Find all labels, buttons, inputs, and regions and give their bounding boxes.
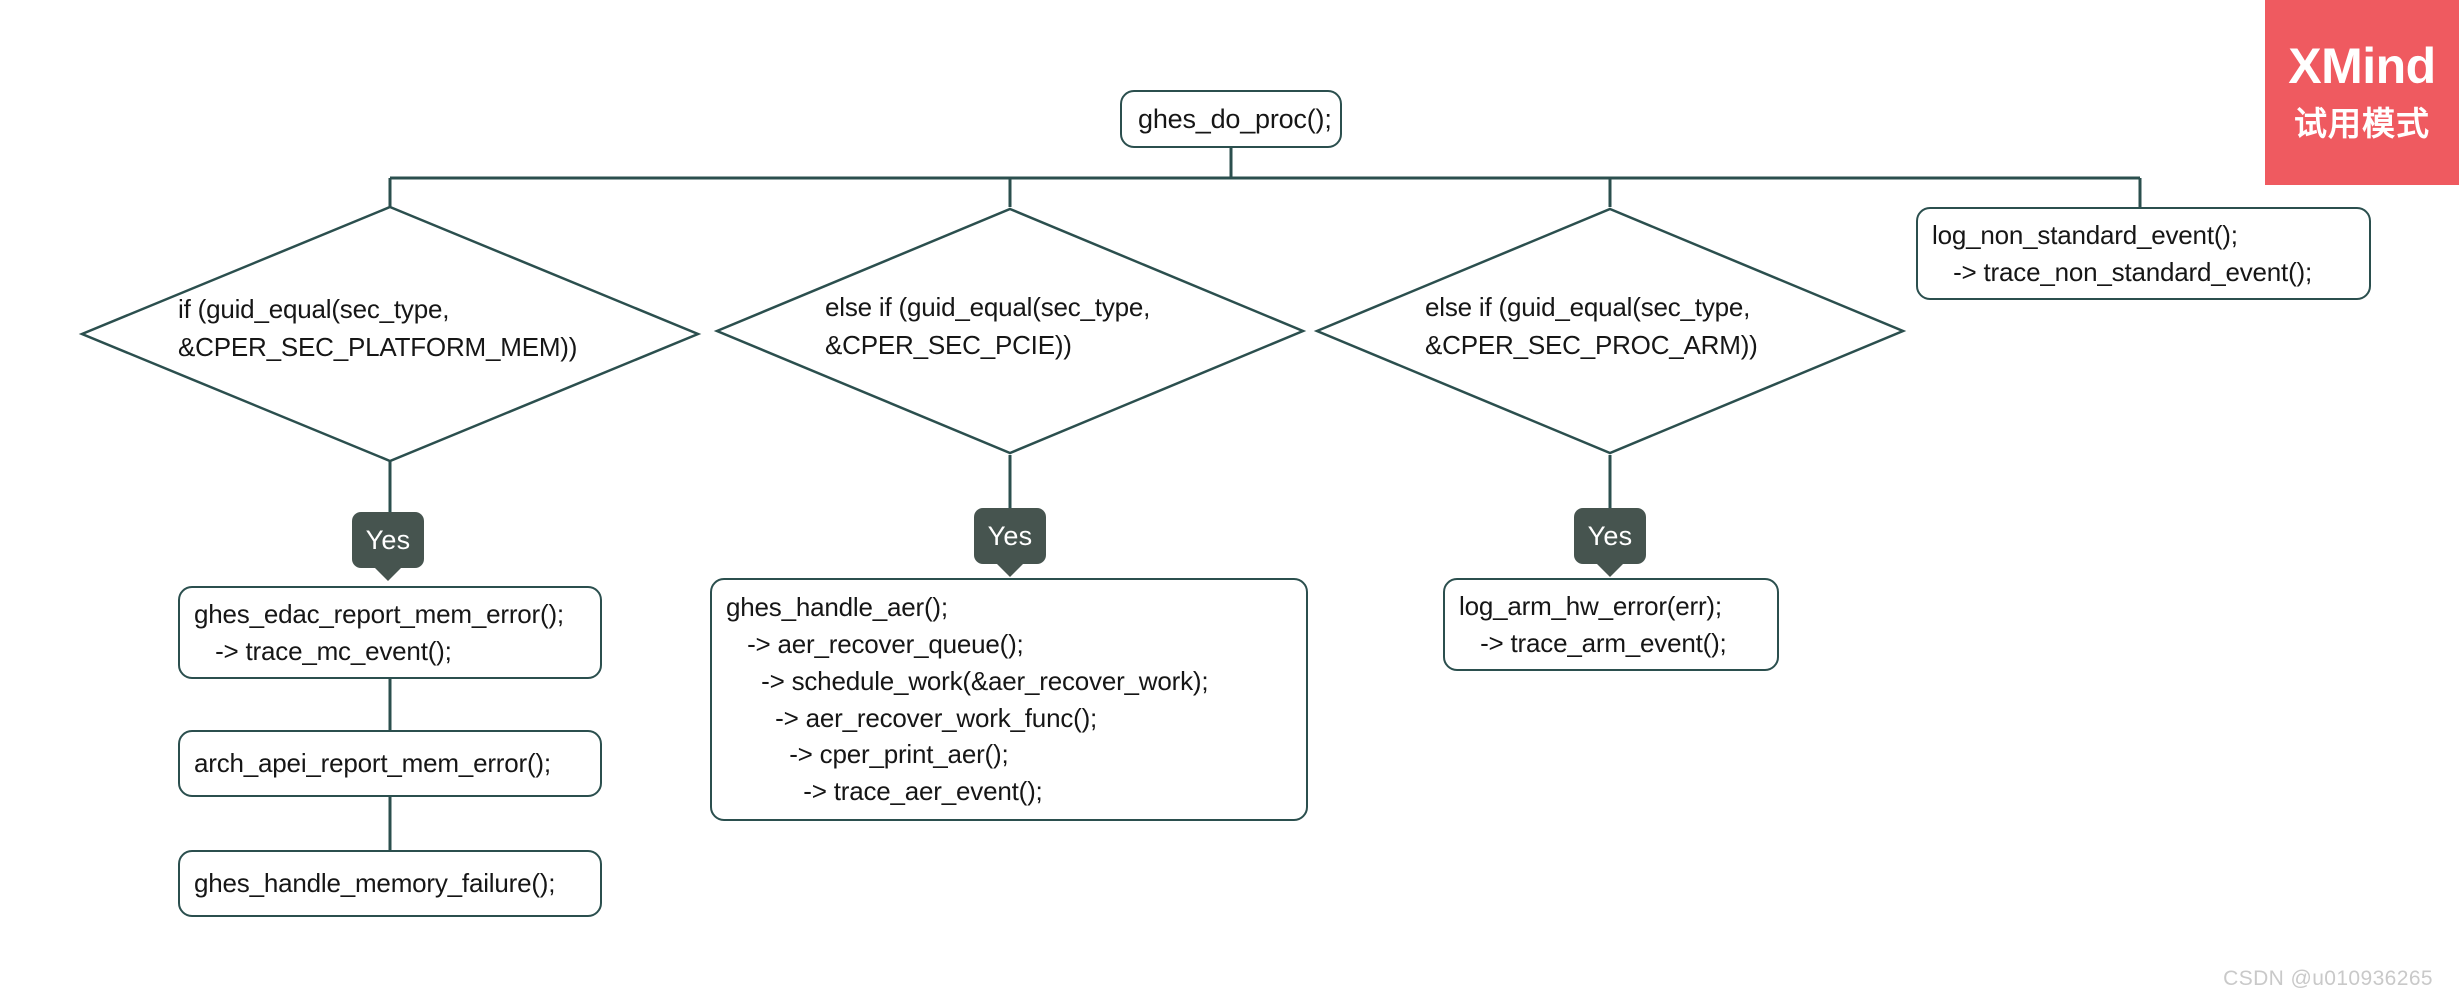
badge-pointer bbox=[1596, 563, 1624, 577]
edge-label-yes-platform-mem: Yes bbox=[352, 512, 424, 581]
node-line: ghes_edac_report_mem_error(); bbox=[194, 598, 564, 629]
node-line: -> trace_mc_event(); bbox=[194, 635, 452, 666]
node-ghes-edac-report-mem-error[interactable]: ghes_edac_report_mem_error(); -> trace_m… bbox=[178, 586, 602, 679]
edge-label-yes-proc-arm: Yes bbox=[1574, 508, 1646, 577]
csdn-watermark: CSDN @u010936265 bbox=[2223, 967, 2433, 990]
node-log-non-standard-event[interactable]: log_non_standard_event(); -> trace_non_s… bbox=[1916, 207, 2371, 300]
node-log-arm-hw-error[interactable]: log_arm_hw_error(err); -> trace_arm_even… bbox=[1443, 578, 1779, 671]
node-line: -> trace_non_standard_event(); bbox=[1932, 256, 2313, 287]
edge-label-text: Yes bbox=[987, 520, 1033, 551]
node-arch-apei-report-mem-error[interactable]: arch_apei_report_mem_error(); bbox=[178, 730, 602, 797]
node-line: ghes_handle_memory_failure(); bbox=[194, 868, 556, 899]
node-line: ghes_handle_aer(); bbox=[726, 591, 948, 622]
diamond-shape bbox=[1313, 207, 1907, 455]
node-line: -> aer_recover_work_func(); bbox=[726, 702, 1098, 733]
diamond-shape bbox=[78, 205, 702, 463]
edge-label-yes-pcie: Yes bbox=[974, 508, 1046, 577]
decision-platform-mem[interactable]: if (guid_equal(sec_type,&CPER_SEC_PLATFO… bbox=[78, 205, 702, 463]
node-line: log_arm_hw_error(err); bbox=[1459, 590, 1722, 621]
node-line: log_non_standard_event(); bbox=[1932, 219, 2238, 250]
node-line: -> aer_recover_queue(); bbox=[726, 628, 1024, 659]
node-ghes-handle-memory-failure[interactable]: ghes_handle_memory_failure(); bbox=[178, 850, 602, 917]
diamond-shape bbox=[713, 207, 1307, 455]
xmind-trial-watermark: XMind 试用模式 bbox=[2265, 0, 2459, 185]
decision-proc-arm[interactable]: else if (guid_equal(sec_type,&CPER_SEC_P… bbox=[1313, 207, 1907, 455]
edge-label-text: Yes bbox=[1587, 520, 1633, 551]
node-line: -> cper_print_aer(); bbox=[726, 739, 1009, 770]
decision-pcie[interactable]: else if (guid_equal(sec_type,&CPER_SEC_P… bbox=[713, 207, 1307, 455]
node-line: arch_apei_report_mem_error(); bbox=[194, 748, 551, 779]
decision-label: else if (guid_equal(sec_type,&CPER_SEC_P… bbox=[1425, 292, 1758, 360]
edge-label-text: Yes bbox=[365, 524, 411, 555]
badge-pointer bbox=[374, 567, 402, 581]
badge-pointer bbox=[996, 563, 1024, 577]
node-line: -> trace_arm_event(); bbox=[1459, 627, 1727, 658]
node-line: -> schedule_work(&aer_recover_work); bbox=[726, 665, 1209, 696]
xmind-trial-mode-text: 试用模式 bbox=[2294, 104, 2430, 142]
node-line: -> trace_aer_event(); bbox=[726, 776, 1043, 807]
node-ghes-handle-aer[interactable]: ghes_handle_aer(); -> aer_recover_queue(… bbox=[710, 578, 1308, 821]
xmind-logo-text: XMind bbox=[2288, 38, 2436, 95]
decision-label: else if (guid_equal(sec_type,&CPER_SEC_P… bbox=[825, 292, 1151, 360]
node-ghes-do-proc[interactable]: ghes_do_proc(); bbox=[1120, 90, 1342, 148]
node-label: ghes_do_proc(); bbox=[1138, 103, 1332, 134]
decision-label: if (guid_equal(sec_type,&CPER_SEC_PLATFO… bbox=[178, 294, 578, 362]
